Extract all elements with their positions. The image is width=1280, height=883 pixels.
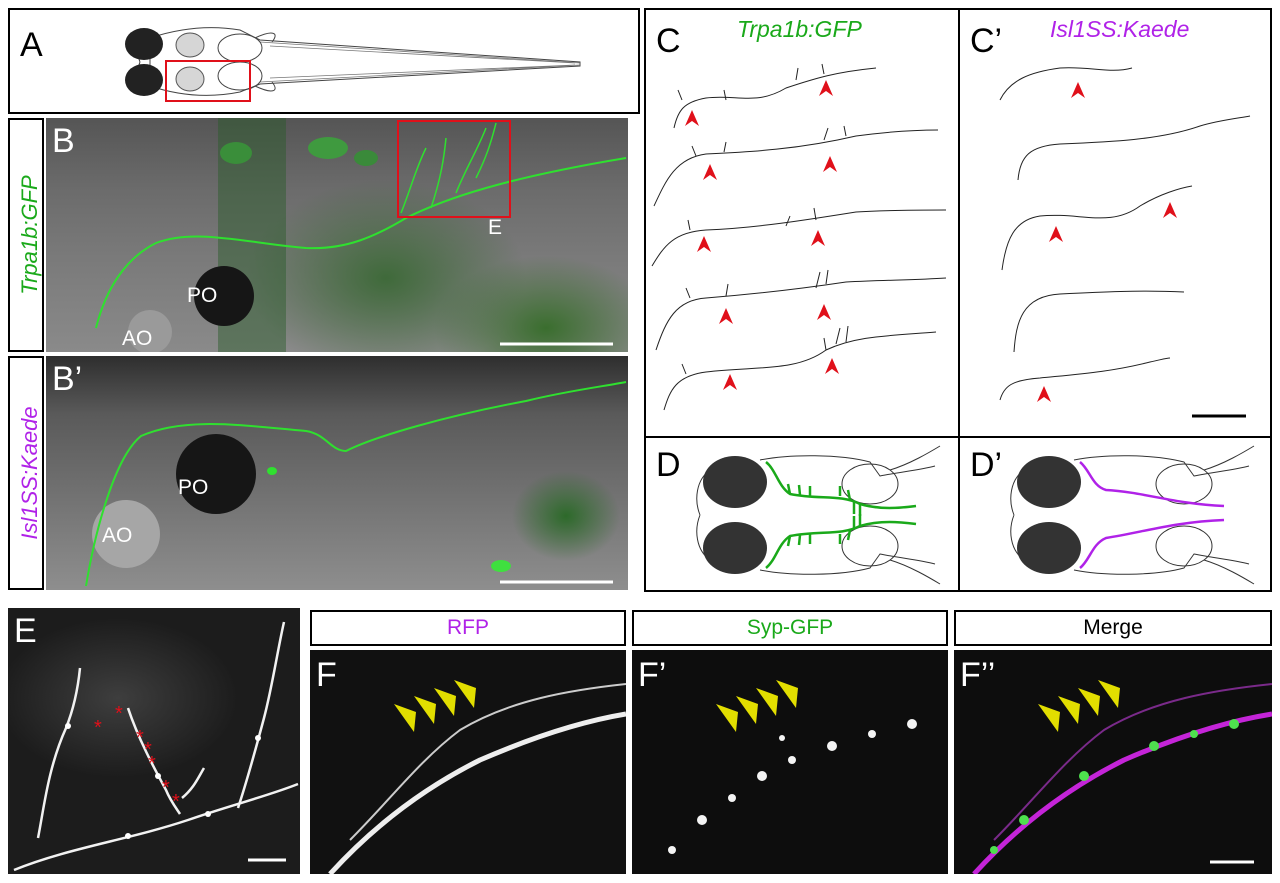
panel-label-c-prime: C’ <box>970 22 1003 60</box>
panel-label-c: C <box>656 22 681 60</box>
title-isl1ss: Isl1SS:Kaede <box>1050 16 1190 42</box>
panel-label-f: F <box>316 656 337 694</box>
title-trpa1b: Trpa1b:GFP <box>737 16 862 42</box>
panel-label-d-prime: D’ <box>970 446 1003 484</box>
micrograph-b-overlay <box>95 118 627 352</box>
side-label-box-isl1ss <box>8 356 44 590</box>
larva-schematic-dorsal <box>125 27 581 102</box>
panel-label-f-prime: F’ <box>638 656 667 694</box>
svg-text:*: * <box>136 727 144 749</box>
svg-text:*: * <box>144 739 152 761</box>
micrograph-e: ** *** ** E <box>8 608 300 874</box>
side-label-box-trpa1b <box>8 118 44 352</box>
tracings-trpa1b <box>651 63 947 411</box>
micrograph-f-syp-gfp: F’ <box>632 650 948 874</box>
svg-text:*: * <box>162 777 170 799</box>
micrograph-f-overlay <box>328 680 626 874</box>
micrograph-f-merge-overlay <box>972 680 1272 874</box>
schematic-d-trpa1b <box>696 445 941 585</box>
channel-header-merge: Merge <box>954 610 1272 646</box>
panel-label-e: E <box>14 612 37 650</box>
side-label-trpa1b: Trpa1b:GFP <box>17 175 42 295</box>
channel-header-syp-gfp: Syp-GFP <box>632 610 948 646</box>
micrograph-f-prime-overlay <box>668 680 917 854</box>
panel-label-a: A <box>20 26 43 64</box>
label-ao: AO <box>102 524 133 547</box>
micrograph-b-prime: B’ PO AO <box>46 356 628 590</box>
label-po: PO <box>178 476 209 499</box>
panel-label-b: B <box>52 122 75 160</box>
micrograph-e-overlay: ** *** ** <box>13 621 299 872</box>
svg-text:*: * <box>172 791 180 813</box>
schematic-d-prime-isl1ss <box>1010 445 1255 585</box>
tracings-isl1ss <box>999 67 1251 418</box>
svg-text:*: * <box>148 753 156 775</box>
side-label-isl1ss: Isl1SS:Kaede <box>17 406 42 540</box>
label-ao: AO <box>122 327 153 350</box>
channel-header-rfp: RFP <box>310 610 626 646</box>
micrograph-b: B PO AO E <box>46 118 628 352</box>
label-po: PO <box>187 284 218 307</box>
divider-vertical <box>958 8 960 592</box>
panel-label-b-prime: B’ <box>52 360 83 398</box>
panel-a: A <box>8 8 640 114</box>
divider-horizontal <box>644 436 1272 438</box>
panel-label-f-double-prime: F’’ <box>960 656 996 694</box>
label-e-inset: E <box>488 216 503 239</box>
micrograph-f-merge: F’’ <box>954 650 1272 874</box>
micrograph-f-rfp: F <box>310 650 626 874</box>
svg-text:*: * <box>115 703 123 725</box>
panel-label-d: D <box>656 446 681 484</box>
micrograph-b-prime-overlay <box>85 381 627 587</box>
svg-text:*: * <box>94 717 102 739</box>
